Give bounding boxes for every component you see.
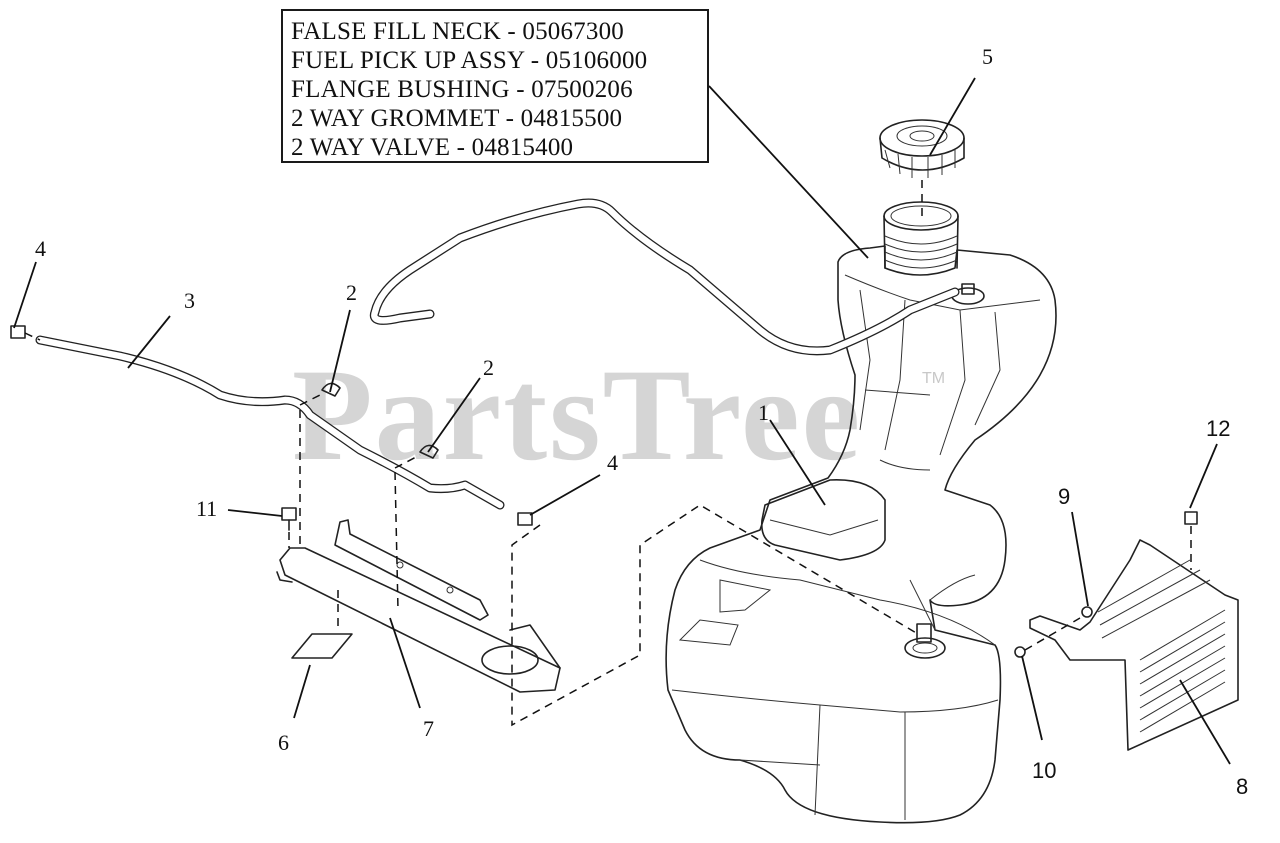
note-line-3: FLANGE BUSHING - 07500206 <box>291 76 633 103</box>
tank-bracket <box>276 519 561 693</box>
vent-hose <box>369 198 960 356</box>
callout-9: 9 <box>1058 484 1070 509</box>
clamp-4-left <box>10 325 26 339</box>
callout-7: 7 <box>423 716 434 741</box>
parts-note-box: FALSE FILL NECK - 05067300 FUEL PICK UP … <box>281 9 709 163</box>
callout-4-right: 4 <box>607 450 618 475</box>
callout-3: 3 <box>184 288 195 313</box>
dash-clip2b-bracket <box>394 471 399 611</box>
fuel-tank <box>665 201 1057 824</box>
screw-11 <box>281 507 297 531</box>
note-line-5: 2 WAY VALVE - 04815400 <box>291 134 574 161</box>
clip-2-lower <box>419 444 439 459</box>
screw-12 <box>1184 511 1198 525</box>
callout-6: 6 <box>278 730 289 755</box>
fuel-line <box>35 335 505 510</box>
callout-8: 8 <box>1236 774 1248 799</box>
watermark-tm: TM <box>922 370 946 387</box>
callout-5: 5 <box>982 44 993 69</box>
callout-4-left: 4 <box>35 236 46 261</box>
note-line-2: FUEL PICK UP ASSY - 05106000 <box>291 47 648 74</box>
clamp-4-right <box>517 512 533 526</box>
washer-10 <box>1014 646 1026 658</box>
callout-2-lower: 2 <box>483 355 494 380</box>
heat-shield <box>1029 539 1239 751</box>
leader-callout-box <box>708 85 869 259</box>
callout-12: 12 <box>1206 416 1230 441</box>
dash-washer <box>1024 617 1081 651</box>
callout-11: 11 <box>196 496 217 521</box>
note-line-1: FALSE FILL NECK - 05067300 <box>291 18 624 45</box>
pad-6 <box>291 633 353 659</box>
callout-2-upper: 2 <box>346 280 357 305</box>
callout-10: 10 <box>1032 758 1056 783</box>
fuel-cap <box>879 119 965 178</box>
callout-1: 1 <box>758 400 769 425</box>
dash-pickup-route <box>511 504 919 727</box>
note-line-4: 2 WAY GROMMET - 04815500 <box>291 105 623 132</box>
